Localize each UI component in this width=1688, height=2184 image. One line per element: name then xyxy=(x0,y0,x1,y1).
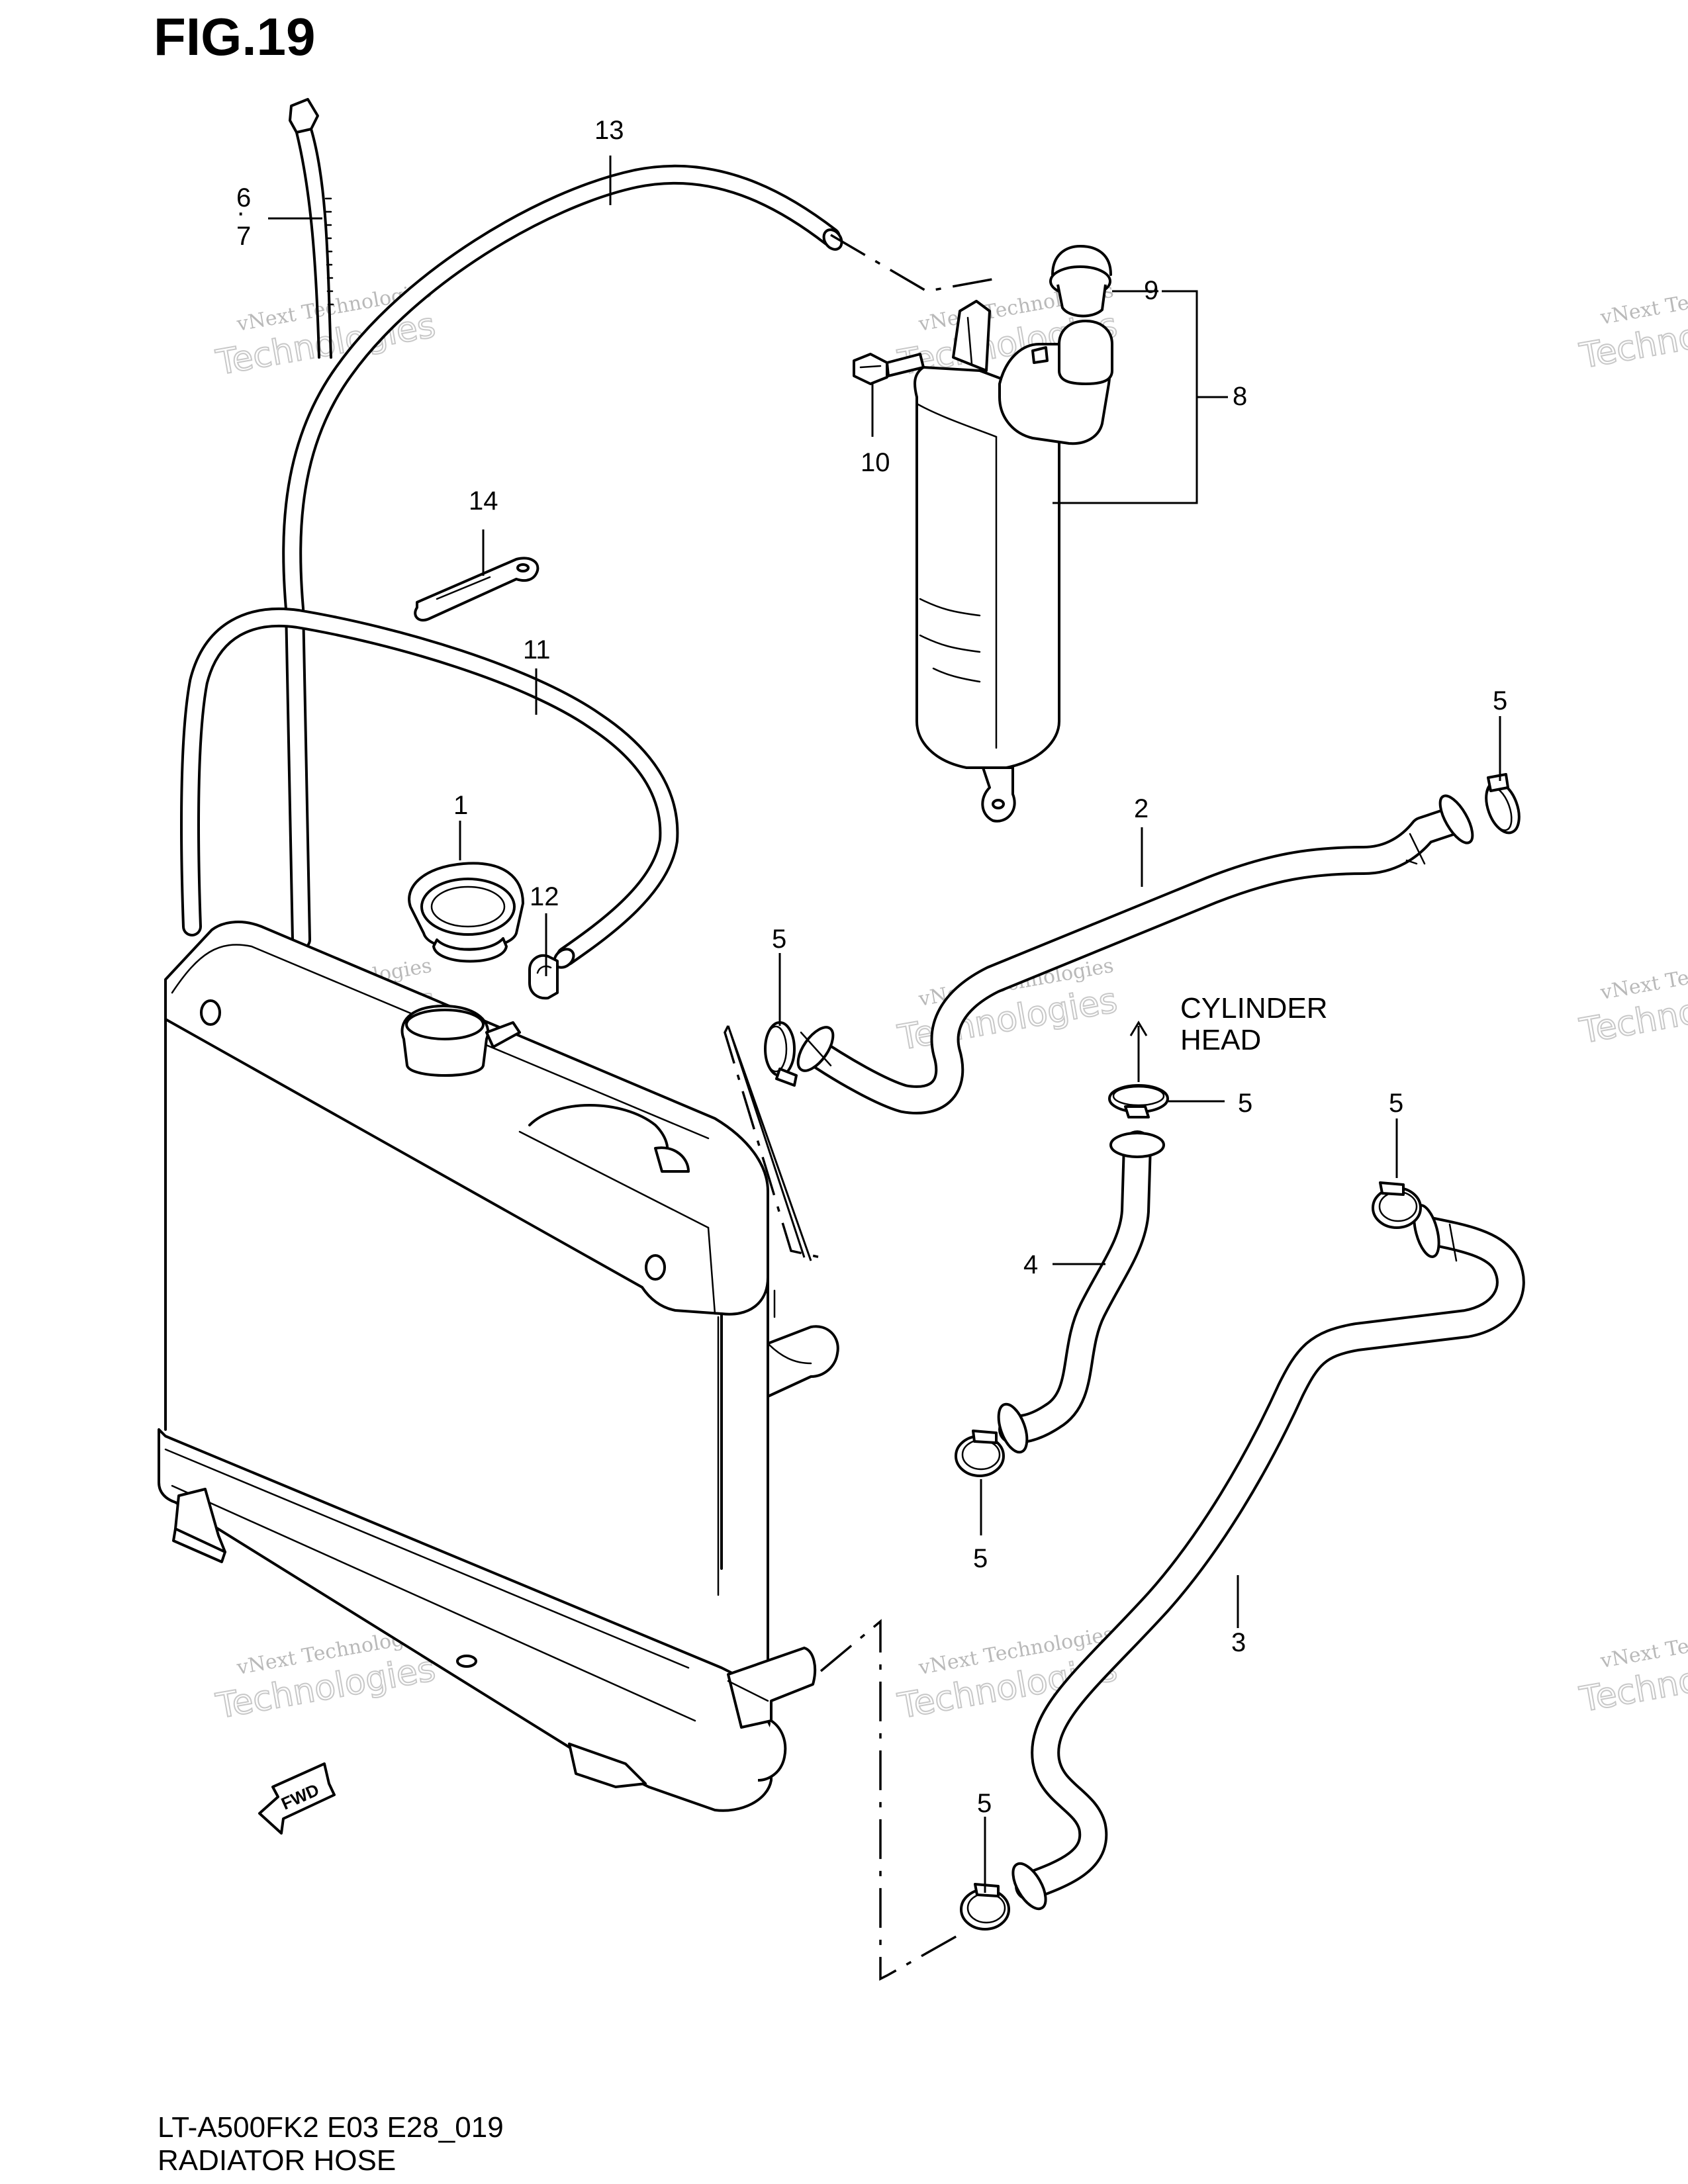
cable-tie-part xyxy=(289,98,334,359)
radiator-assembly xyxy=(158,921,839,1812)
callout-5: 5 xyxy=(973,1544,988,1573)
model-code: LT-A500FK2 E03 E28_019 xyxy=(158,2111,504,2144)
callout-5: 5 xyxy=(977,1789,992,1818)
callout-3: 3 xyxy=(1231,1628,1246,1657)
callout-dot: · xyxy=(236,198,245,227)
callout-14: 14 xyxy=(469,486,498,516)
leader-lines xyxy=(268,156,1501,1893)
reservoir-tank-part xyxy=(853,245,1113,823)
callout-9: 9 xyxy=(1144,276,1158,305)
figure-title: FIG.19 xyxy=(154,7,316,66)
clamp-upper-left xyxy=(764,1021,798,1087)
callout-11: 11 xyxy=(523,635,551,664)
callout-5: 5 xyxy=(1238,1089,1252,1118)
clamp-cylinder-head xyxy=(1108,1084,1169,1118)
overflow-hose-part xyxy=(180,607,679,969)
callout-7: 7 xyxy=(236,222,251,251)
cylinder-head-line1: CYLINDER xyxy=(1180,992,1328,1024)
callout-8: 8 xyxy=(1233,382,1247,411)
lower-hose-part xyxy=(1011,1204,1525,1911)
callout-5: 5 xyxy=(1389,1089,1403,1118)
callout-4: 4 xyxy=(1023,1250,1038,1279)
callout-10: 10 xyxy=(861,448,890,477)
callout-5: 5 xyxy=(1493,686,1507,715)
callout-5: 5 xyxy=(772,925,786,954)
callout-2: 2 xyxy=(1134,794,1149,823)
cylinder-head-arrow-icon xyxy=(1129,1021,1148,1082)
short-hose-part xyxy=(997,1130,1165,1454)
clamp-lower-short xyxy=(955,1430,1005,1477)
hose-clamps xyxy=(764,773,1521,1931)
clip-strip-part xyxy=(414,557,539,621)
callout-1: 1 xyxy=(453,791,468,820)
callout-13: 13 xyxy=(594,116,624,145)
radiator-cap-part xyxy=(408,862,524,963)
callout-6: 6 xyxy=(236,183,251,212)
cylinder-head-label: CYLINDER HEAD xyxy=(1180,993,1328,1056)
clamp-lower-long-top xyxy=(1372,1181,1422,1229)
fwd-arrow-icon: FWD xyxy=(258,1762,336,1835)
upper-hose-part xyxy=(796,794,1474,1115)
cylinder-head-line2: HEAD xyxy=(1180,1024,1262,1056)
diagram-caption: RADIATOR HOSE xyxy=(158,2144,397,2177)
reservoir-hose-part xyxy=(282,164,843,950)
small-clip-part xyxy=(528,954,559,1000)
clamp-upper-right xyxy=(1485,773,1521,835)
callout-12: 12 xyxy=(530,882,559,911)
callout-numbers: 6 · 7 13 9 8 10 14 11 1 12 2 5 5 5 5 4 5… xyxy=(236,116,1507,1818)
dashed-lines xyxy=(724,234,1000,1981)
